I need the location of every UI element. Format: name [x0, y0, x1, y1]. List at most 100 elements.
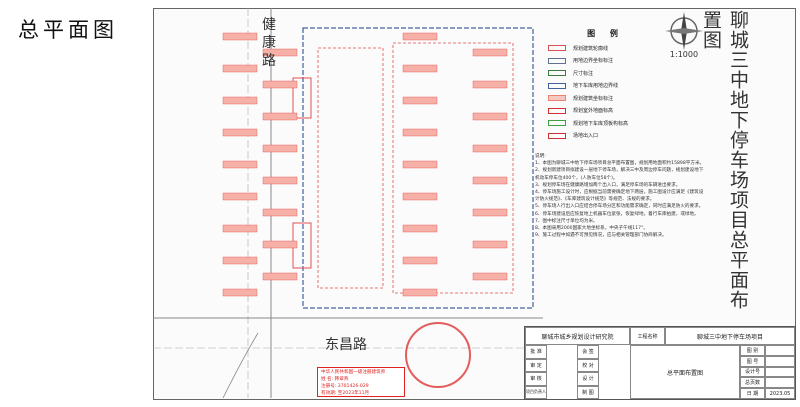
proofread-label: 校 对	[577, 358, 599, 372]
road-label-west: 健康路	[262, 17, 276, 69]
legend-label: 规划室外地面标高	[573, 108, 614, 115]
field-value: 2023.05	[765, 388, 795, 399]
entrance-ramp	[292, 77, 312, 119]
coordinate-label	[402, 128, 438, 137]
road-label-south: 东昌路	[325, 337, 367, 353]
field-label: 总页数	[740, 377, 765, 389]
design-label: 设 计	[577, 372, 599, 386]
garage-boundary	[302, 27, 534, 309]
field-value	[765, 366, 795, 378]
coordinate-label	[262, 176, 298, 185]
countersign-label: 会 签	[577, 345, 599, 359]
coordinate-label	[222, 96, 258, 105]
coordinate-label	[472, 48, 508, 57]
project-name: 聊城三中地下停车场项目	[665, 327, 795, 345]
stamp-line: 姓 名: 韩翠燕	[321, 377, 349, 382]
building-outline	[392, 42, 514, 294]
coordinate-label	[222, 160, 258, 169]
field-label: 日 期	[740, 388, 765, 399]
coordinate-label	[402, 224, 438, 233]
legend-item: 尺寸标注	[548, 67, 663, 80]
legend-swatch	[548, 95, 566, 102]
coordinate-label	[262, 112, 298, 121]
field-value	[765, 355, 795, 367]
legend-label: 规划建筑坐标标注	[573, 95, 614, 102]
field-label: 设计号	[740, 366, 765, 378]
coordinate-label	[402, 288, 438, 297]
coordinate-label	[402, 64, 438, 73]
legend-swatch	[548, 107, 566, 114]
leader-label: 项目负责人	[525, 385, 547, 399]
legend-label: 地下车库用地边界线	[573, 83, 619, 90]
note-item: 8、本图采用2000国家大地坐标系，中央子午线117°。	[535, 226, 648, 232]
coordinate-label	[262, 240, 298, 249]
coordinate-label	[262, 48, 298, 57]
legend-item: 规划室外地面标高	[548, 105, 663, 118]
coordinate-label	[402, 160, 438, 169]
road-curve	[222, 332, 259, 398]
legend-item: 地下车库用地边界线	[548, 80, 663, 93]
field-value	[765, 377, 795, 389]
coordinate-label	[222, 32, 258, 41]
note-item: 1、本图为聊城三中地下停车场项目总平面布置图，规划用地面积约15898平方米。	[535, 161, 705, 167]
note-item: 6、停车场建设后应恢复地上机器车位紧张，恢复绿地，着行车库拍建，或绿地。	[535, 211, 699, 217]
stamp-line: 注册号: 3701426-029	[321, 384, 369, 389]
coordinate-label	[472, 272, 508, 281]
stamp-line: 有效期: 至2023年11月	[321, 391, 370, 396]
coordinate-label	[472, 144, 508, 153]
coordinate-label	[472, 208, 508, 217]
building-outline	[317, 47, 384, 289]
legend-swatch	[548, 132, 566, 139]
legend-swatch	[548, 45, 566, 52]
field-label: 图 号	[740, 355, 765, 367]
coordinate-label	[222, 224, 258, 233]
field-value	[765, 345, 795, 356]
coordinate-label	[222, 128, 258, 137]
coordinate-label	[402, 256, 438, 265]
institute-name: 聊城市城乡规划设计研究院	[525, 327, 630, 345]
project-label: 工程名称	[630, 327, 665, 345]
scale-label: 1:1000	[669, 50, 699, 59]
coordinate-label	[222, 288, 258, 297]
legend-item: 规划地下车库顶板构标高	[548, 117, 663, 130]
north-arrow-icon	[665, 12, 703, 50]
coordinate-label	[262, 208, 298, 217]
legend-item: 场地出入口	[548, 130, 663, 143]
notes-title: 说明:	[535, 154, 546, 159]
coordinate-label	[472, 112, 508, 121]
legend-item: 用地边界坐标标注	[548, 55, 663, 68]
legend-label: 场地出入口	[573, 133, 599, 140]
coordinate-labels	[222, 32, 508, 297]
coordinate-label	[472, 240, 508, 249]
legend-item: 规划建筑坐标标注	[548, 92, 663, 105]
drawing-name: 总平面布置图	[630, 345, 740, 399]
coordinate-label	[472, 176, 508, 185]
draw-label: 制 图	[577, 385, 599, 399]
approve-label: 批 准	[525, 345, 547, 359]
legend-label: 规划地下车库顶板构标高	[573, 120, 629, 127]
architect-stamp: 中华人民共和国一级注册建筑师 姓 名: 韩翠燕 注册号: 3701426-029…	[317, 367, 405, 397]
legend-item: 规划建筑轮廓线	[548, 42, 663, 55]
coordinate-label	[262, 272, 298, 281]
title-block: 聊城市城乡规划设计研究院 工程名称 聊城三中地下停车场项目 批 准 会 签 审 …	[524, 326, 796, 400]
note-item: 9、施工过程中如遇不可预见情况，应与相关管理部门协商解决。	[535, 233, 667, 239]
coordinate-label	[222, 256, 258, 265]
review-label: 审 核	[525, 372, 547, 386]
coordinate-label	[402, 192, 438, 201]
legend-swatch	[548, 70, 566, 77]
page-title: 总平面图	[18, 18, 118, 42]
legend-label: 规划建筑轮廓线	[573, 45, 609, 52]
coordinate-label	[262, 80, 298, 89]
stamp-line: 中华人民共和国一级注册建筑师	[321, 370, 386, 375]
site-map	[153, 8, 543, 398]
field-label: 图 别	[740, 345, 765, 356]
legend: 图 例 规划建筑轮廓线用地边界坐标标注尺寸标注地下车库用地边界线规划建筑坐标标注…	[548, 28, 663, 142]
examine-label: 审 定	[525, 358, 547, 372]
note-item: 7、图中标注尺寸单位均为米。	[535, 218, 598, 224]
coordinate-label	[262, 144, 298, 153]
note-item: 4、停车场施工设计时，应根据当前需要确定地下两层，施工图设计应满足《建筑设计防火…	[535, 190, 704, 203]
note-item: 5、停车场人行出入口应结合停车场分区和功能需求确定，同时应满足防火的要求。	[535, 204, 704, 210]
coordinate-label	[472, 80, 508, 89]
coordinate-label	[402, 96, 438, 105]
